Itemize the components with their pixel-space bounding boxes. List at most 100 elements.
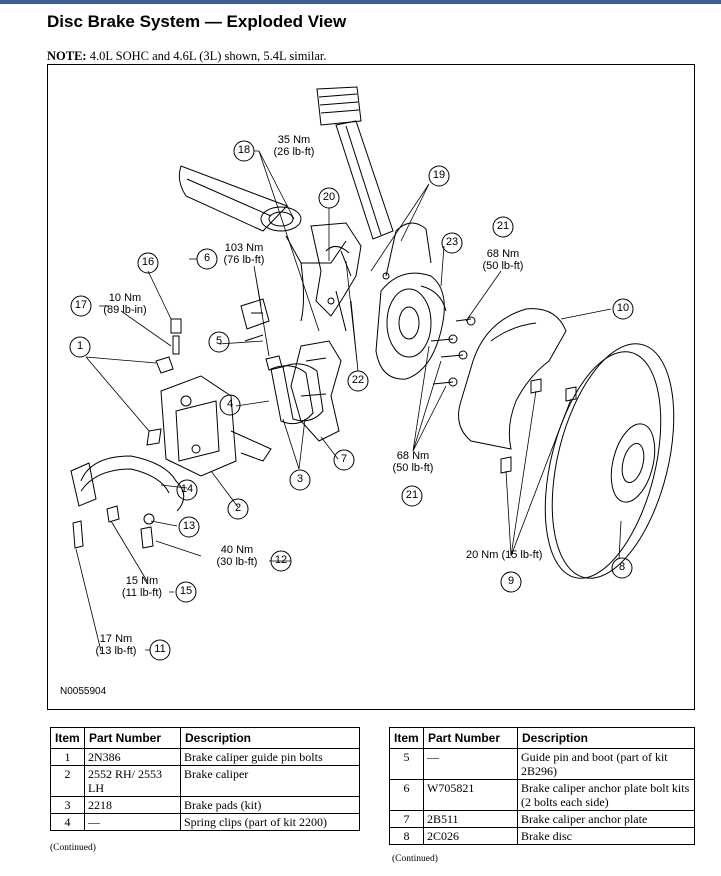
cell-item: 5 [389,748,424,780]
torque-18-nm: 35 Nm [277,134,311,146]
cell-description: Spring clips (part of kit 2200) [180,813,360,831]
callout-6: 6 [203,252,211,264]
callout-21-bottom: 21 [405,489,419,501]
torque-21-top-nm: 68 Nm [486,248,520,260]
callout-11: 11 [154,643,166,655]
cell-description: Brake disc [517,827,695,845]
figure-id: N0055904 [60,686,107,697]
col-header-description: Description [180,727,360,749]
torque-21-bottom: 68 Nm(50 lb-ft) [383,450,443,474]
col-header-part-number: Part Number [423,727,518,749]
callout-23: 23 [445,236,459,248]
callout-12: 12 [274,554,288,566]
cell-part-number: 2218 [84,796,181,814]
note: NOTE: 4.0L SOHC and 4.6L (3L) shown, 5.4… [47,49,327,64]
torque-12-lbft: (30 lb-ft) [216,556,258,568]
torque-15-lbft: (11 lb-ft) [121,587,163,599]
col-header-item: Item [389,727,424,749]
dust-shield [458,308,567,450]
callout-17: 17 [74,299,88,311]
torque-21-bottom-lbft: (50 lb-ft) [392,462,434,474]
cell-description: Guide pin and boot (part of kit 2B296) [517,748,695,780]
callout-8: 8 [618,561,626,573]
parts-table-left: Item Part Number Description 1 2N386 Bra… [50,727,360,831]
torque-12: 40 Nm(30 lb-ft) [208,544,266,568]
note-label: NOTE: [47,49,87,63]
torque-21-bottom-nm: 68 Nm [396,450,430,462]
exploded-view-drawing [69,86,675,661]
cell-item: 2 [50,765,85,797]
callout-3: 3 [296,473,304,485]
callout-13: 13 [182,520,196,532]
callout-5: 5 [215,335,223,347]
table-row: 1 2N386 Brake caliper guide pin bolts [50,748,360,766]
callout-4: 4 [226,398,234,410]
table-header-row: Item Part Number Description [50,727,360,749]
callout-21-top: 21 [496,220,510,232]
torque-6: 103 Nm(76 lb-ft) [212,242,276,266]
brake-caliper [160,375,272,477]
cell-description: Brake caliper anchor plate [517,810,695,828]
brake-pads [270,363,324,425]
callout-9: 9 [507,575,515,587]
torque-18-lbft: (26 lb-ft) [273,146,315,158]
cell-item: 7 [389,810,424,828]
continued-note-left: (Continued) [50,843,96,853]
table-row: 6 W705821 Brake caliper anchor plate bol… [389,779,695,811]
torque-21-top: 68 Nm(50 lb-ft) [473,248,533,272]
page-title: Disc Brake System — Exploded View [47,12,347,31]
torque-18: 35 Nm(26 lb-ft) [264,134,324,158]
cell-item: 3 [50,796,85,814]
bolts [72,222,577,549]
torque-17-lbin: (89 lb-in) [103,304,147,316]
table-row: 3 2218 Brake pads (kit) [50,796,360,814]
hub-bearing [375,272,447,380]
brake-disc [544,343,675,579]
table-row: 4 — Spring clips (part of kit 2200) [50,813,360,831]
col-header-item: Item [50,727,85,749]
cell-description: Brake caliper anchor plate bolt kits (2 … [517,779,695,811]
table-row: 7 2B511 Brake caliper anchor plate [389,810,695,828]
callout-15: 15 [179,585,193,597]
cell-item: 4 [50,813,85,831]
callout-2: 2 [234,502,242,514]
cell-part-number: 2B511 [423,810,518,828]
col-header-part-number: Part Number [84,727,181,749]
table-header-row: Item Part Number Description [389,727,695,749]
steering-knuckle [310,222,362,317]
cell-part-number: 2552 RH/ 2553 LH [84,765,181,797]
callout-22: 22 [351,374,365,386]
cell-description: Brake caliper [180,765,360,797]
torque-11-lbft: (13 lb-ft) [95,645,137,657]
callout-18: 18 [237,144,251,156]
table-row: 2 2552 RH/ 2553 LH Brake caliper [50,765,360,797]
caliper-anchor-plate [290,340,342,442]
exploded-view-figure: 18 20 19 21 23 6 16 17 1 5 4 10 22 7 3 2… [47,64,695,710]
cell-item: 1 [50,748,85,766]
note-text: 4.0L SOHC and 4.6L (3L) shown, 5.4L simi… [86,49,327,63]
torque-6-lbft: (76 lb-ft) [223,254,265,266]
torque-17-nm: 10 Nm [108,292,142,304]
top-accent-bar [0,0,721,4]
torque-6-nm: 103 Nm [224,242,264,254]
strut-assembly [178,86,394,322]
col-header-description: Description [517,727,695,749]
table-row: 5 — Guide pin and boot (part of kit 2B29… [389,748,695,780]
callout-20: 20 [322,191,336,203]
cell-item: 8 [389,827,424,845]
callout-10: 10 [616,302,630,314]
callout-1: 1 [76,340,84,352]
cell-description: Brake pads (kit) [180,796,360,814]
continued-note-right: (Continued) [392,854,438,864]
cell-part-number: — [84,813,181,831]
cell-item: 6 [389,779,424,811]
parts-table-right: Item Part Number Description 5 — Guide p… [389,727,695,845]
cell-part-number: 2N386 [84,748,181,766]
torque-11: 17 Nm(13 lb-ft) [87,633,145,657]
callout-19: 19 [432,169,446,181]
torque-15-nm: 15 Nm [125,575,159,587]
torque-15: 15 Nm(11 lb-ft) [113,575,171,599]
callout-16: 16 [141,256,155,268]
table-row: 8 2C026 Brake disc [389,827,695,845]
callout-14: 14 [180,483,194,495]
